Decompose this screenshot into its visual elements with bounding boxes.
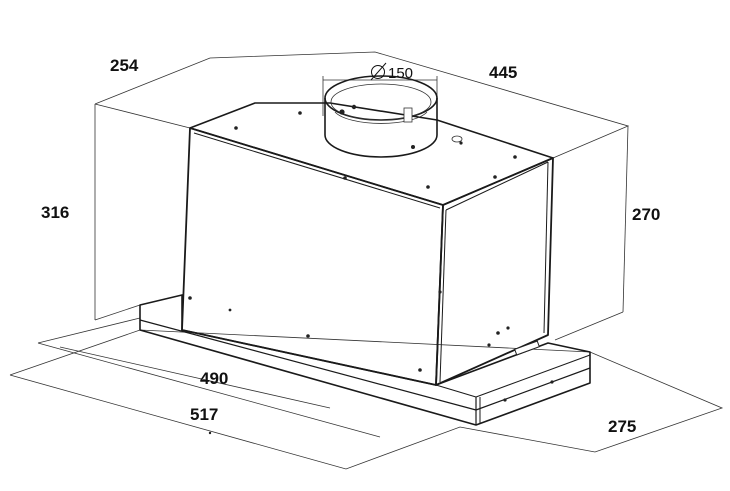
bottom-depth-label: 275 bbox=[608, 417, 636, 436]
width-top-label: 445 bbox=[489, 63, 517, 82]
hood-body bbox=[181, 75, 554, 386]
duct-collar bbox=[324, 75, 438, 158]
height-right-label: 270 bbox=[632, 205, 660, 224]
front-inner-width-label: 490 bbox=[200, 369, 228, 388]
duct-diameter-label: 150 bbox=[388, 65, 413, 82]
dimension-envelope bbox=[94, 51, 630, 341]
front-outer-width-label: 517 bbox=[190, 405, 218, 424]
dimension-labels: 254 445 150 316 270 490 517 275 bbox=[41, 56, 660, 436]
floor-plane bbox=[9, 317, 724, 470]
diameter-symbol bbox=[370, 62, 387, 81]
height-left-label: 316 bbox=[41, 203, 69, 222]
depth-top-label: 254 bbox=[110, 56, 139, 75]
bottom-tray bbox=[139, 294, 591, 435]
